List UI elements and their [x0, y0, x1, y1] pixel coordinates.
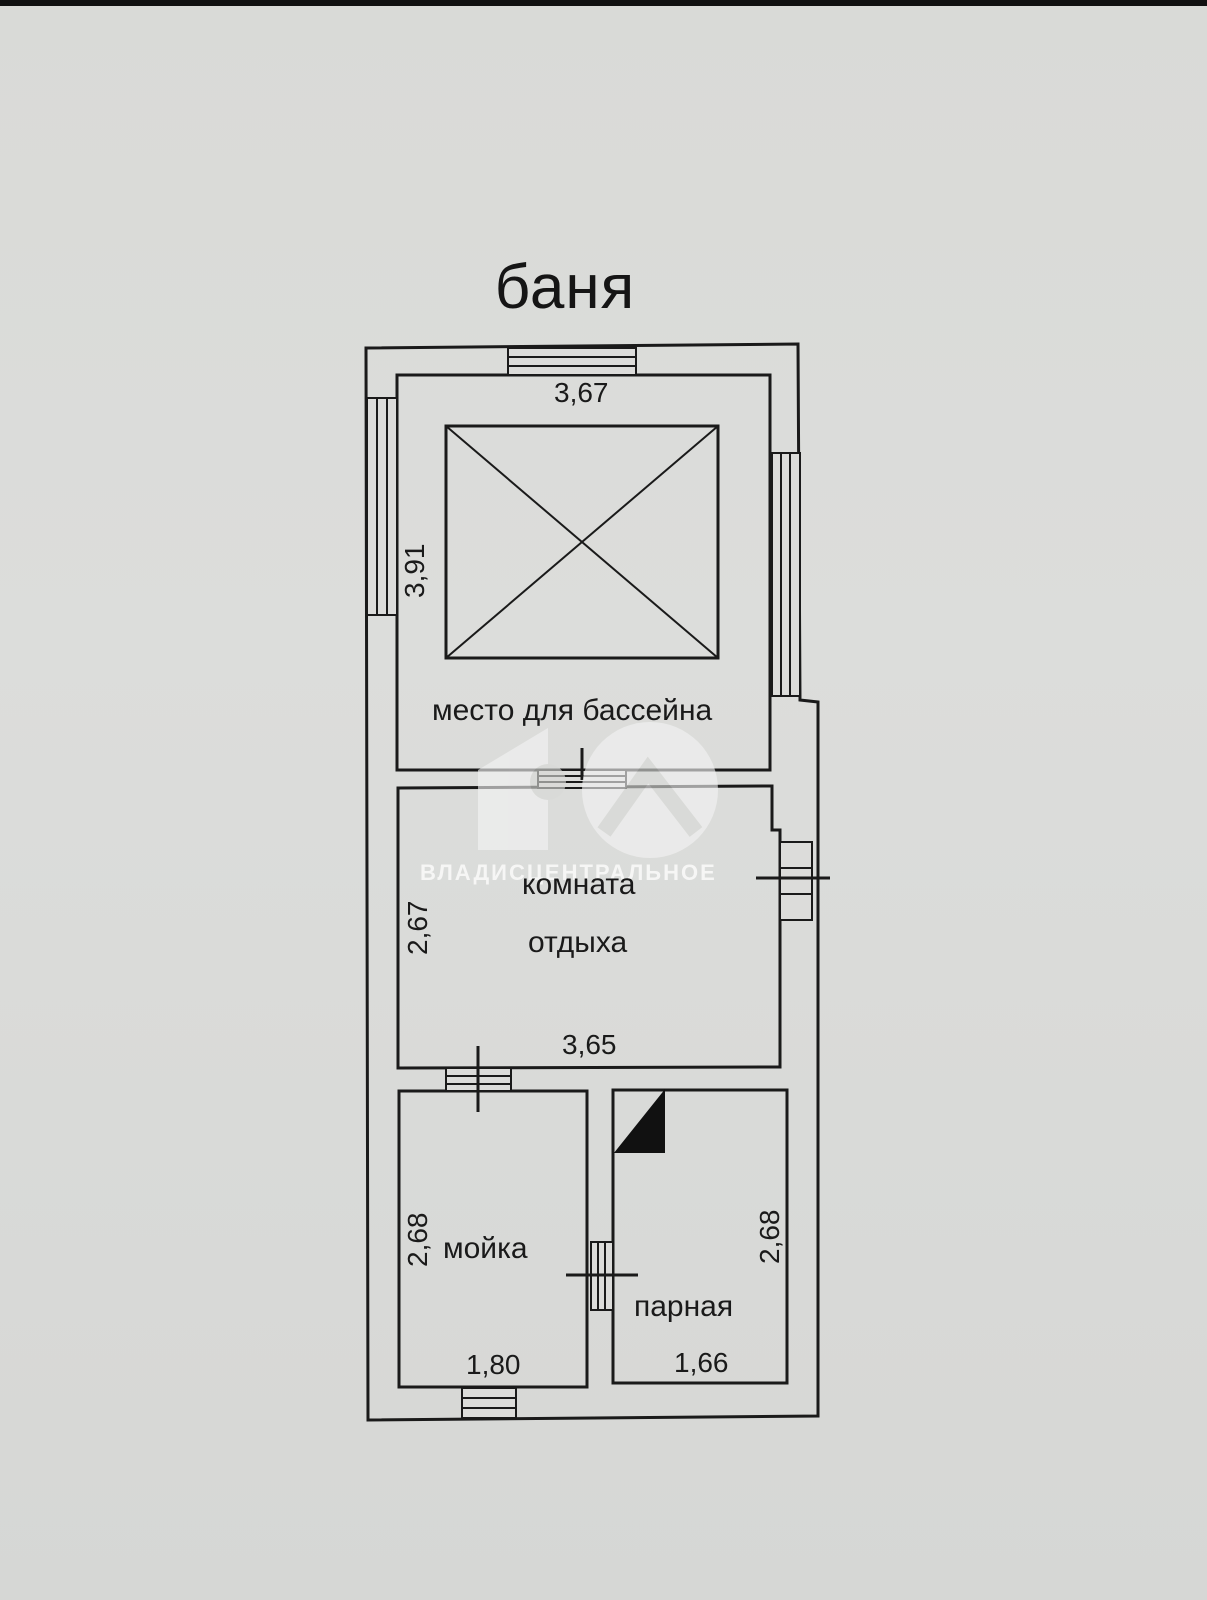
stove-icon [613, 1089, 665, 1153]
watermark-text: ВЛАДИСЦЕНТРАЛЬНОЕ [420, 860, 717, 885]
window-left-pool [366, 397, 398, 616]
dim-steam-height: 2,68 [754, 1210, 785, 1265]
dim-wash-width: 1,80 [466, 1349, 521, 1380]
outer-wall [364, 342, 820, 1422]
pool-box-diagonal-2 [445, 425, 719, 659]
dim-rest-height: 2,67 [402, 901, 433, 956]
room-rest-outline [396, 784, 782, 1070]
room-wash-label: мойка [443, 1232, 528, 1265]
door-right-rest [756, 841, 830, 921]
window-top [507, 347, 637, 376]
plan-title: баня [494, 253, 636, 322]
top-edge-bar [0, 0, 1207, 6]
door-wash-steam [566, 1241, 638, 1311]
dim-steam-width: 1,66 [674, 1347, 729, 1378]
window-right-pool [771, 452, 801, 697]
dim-pool-height: 3,91 [399, 544, 430, 599]
dim-rest-width: 3,65 [562, 1029, 617, 1060]
door-rest-wash [445, 1046, 512, 1112]
dim-wash-height: 2,68 [402, 1213, 433, 1268]
window-bottom [461, 1387, 517, 1419]
room-pool-label: место для бассейна [432, 694, 713, 727]
pool-box [444, 424, 720, 660]
dim-pool-width: 3,67 [554, 377, 609, 408]
room-steam-outline [611, 1088, 789, 1385]
room-steam-label: парная [634, 1290, 733, 1323]
room-rest-label-1: комната [522, 868, 636, 901]
watermark-logo [478, 722, 718, 858]
room-rest-label-2: отдыха [528, 926, 628, 959]
